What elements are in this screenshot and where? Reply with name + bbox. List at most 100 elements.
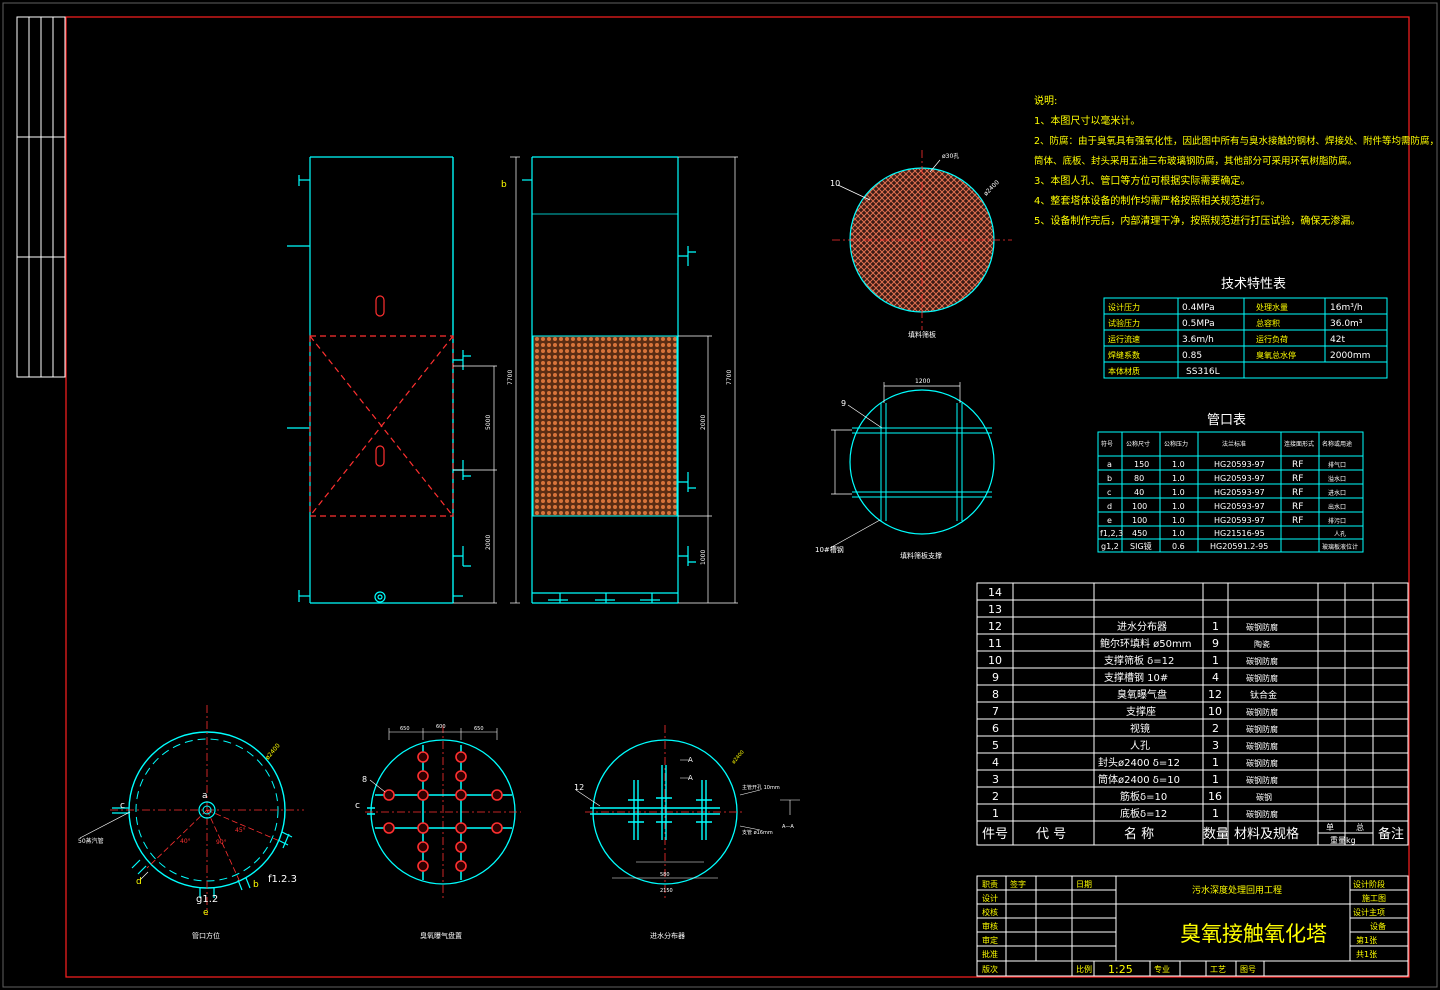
dim-7700: 7700 [507, 370, 514, 385]
note-line-1: 1、本图尺寸以毫米计。 [1034, 114, 1140, 127]
tech-r3-c0: 焊缝系数 [1108, 350, 1140, 360]
bom-r5-mat: 碳钢防腐 [1246, 673, 1278, 683]
bom-h-qty: 数量 [1203, 827, 1229, 842]
nozzle-b2-label: b [253, 880, 259, 890]
dist-dia: ø2400 [731, 749, 746, 765]
bom-r12-qty: 16 [1208, 790, 1222, 803]
bom-r1-no: 13 [988, 603, 1002, 616]
packing-support-label: 填料筛板支撑 [900, 551, 942, 560]
aer-dim-650b: 650 [474, 726, 484, 732]
tb-drawing-title: 臭氧接触氧化塔 [1180, 922, 1327, 946]
bom-r10-name: 封头ø2400 δ=12 [1098, 756, 1180, 769]
noz-r4-c2: 1.0 [1172, 516, 1185, 525]
noz-r3-c5: 出水口 [1328, 503, 1346, 511]
bom-r12-name: 筋板δ=10 [1120, 790, 1167, 803]
bom-h-unit: 单 [1326, 822, 1334, 832]
bom-r9-name: 人孔 [1130, 740, 1150, 752]
bom-r7-mat: 碳钢防腐 [1246, 707, 1278, 717]
dim-7700-right: 7700 [726, 370, 733, 385]
nozzle-g-label: g1.2 [196, 894, 218, 905]
tb-drawing-no-label: 图号 [1240, 965, 1256, 974]
support-dim-label: 1200 [915, 378, 930, 385]
bom-r2-qty: 1 [1212, 620, 1219, 633]
bom-r2-mat: 碳钢防腐 [1246, 622, 1278, 632]
design-notes: 说明: 1、本图尺寸以毫米计。 2、防腐：由于臭氧具有强氧化性，因此图中所有与臭… [1034, 94, 1439, 227]
dim-5000: 5000 [485, 415, 492, 430]
dist-dim-580: 580 [660, 872, 670, 878]
noz-r3-c2: 1.0 [1172, 502, 1185, 511]
aeration-layout-view: 650 600 650 8 c 臭氧曝气盘置 [355, 724, 521, 940]
bom-r9-mat: 碳钢防腐 [1246, 741, 1278, 751]
nozzle-d-label: d [136, 877, 142, 887]
tb-right-4: 第1张 [1356, 935, 1377, 945]
noz-h4: 连接面形式 [1284, 440, 1314, 448]
bom-r7-qty: 10 [1208, 705, 1222, 718]
bom-r11-no: 3 [992, 773, 999, 786]
bom-h-part: 件号 [982, 827, 1008, 842]
dist-note1: 主管开孔 10mm [742, 784, 780, 791]
aer-part-label: 8 [362, 775, 367, 784]
noz-r5-c1: 450 [1132, 529, 1147, 538]
tb-scale-label: 比例 [1076, 964, 1092, 974]
packing-plate-label: 填料筛板 [908, 330, 936, 339]
tech-r3-c3: 2000mm [1330, 351, 1370, 361]
tb-row-2: 校核 [982, 907, 998, 917]
dim-1000-right: 1000 [700, 550, 707, 565]
bom-r2-no: 12 [988, 620, 1002, 633]
noz-r1-c2: 1.0 [1172, 474, 1185, 483]
noz-r1-c5: 溢水口 [1328, 475, 1346, 483]
noz-r2-c4: RF [1292, 488, 1303, 498]
noz-r2-c1: 40 [1134, 488, 1144, 497]
tech-table-title: 技术特性表 [1221, 277, 1286, 292]
dist-a2: A [688, 774, 693, 782]
bom-r5-name: 支撑槽钢 10# [1104, 671, 1168, 684]
tech-r3-c1: 0.85 [1182, 351, 1202, 361]
bom-r4-qty: 1 [1212, 654, 1219, 667]
nozzle-table: 管口表 符号 公称尺寸 公称压力 法兰标准 连接面形式 名称或用途 a 150 … [1097, 413, 1364, 553]
nozzle-orientation-view: a c d b f1.2.3 g1.2 e 50蒸汽管 ø2400 40° 90… [78, 705, 304, 940]
note-line-5: 4、整套塔体设备的制作均需严格按照相关规范进行。 [1034, 194, 1270, 207]
plate-dia-label: ø2400 [982, 179, 1000, 197]
tb-row-3: 审核 [982, 921, 998, 931]
bom-r3-no: 11 [988, 637, 1002, 650]
bom-r3-qty: 9 [1212, 637, 1219, 650]
dim-2000: 2000 [485, 535, 492, 550]
noz-r1-c0: b [1107, 474, 1112, 483]
tb-right-3: 设备 [1370, 921, 1386, 931]
dist-note2: 支管 ø16mm [742, 829, 773, 836]
support-part-label: 9 [841, 399, 846, 408]
noz-r3-c4: RF [1292, 502, 1303, 512]
noz-r1-c4: RF [1292, 474, 1303, 484]
noz-r3-c0: d [1107, 502, 1112, 511]
tb-row-1: 设计 [982, 893, 998, 903]
bom-r3-name: 鲍尔环填料 ø50mm [1100, 637, 1192, 650]
bom-r13-no: 1 [992, 807, 999, 820]
noz-r0-c0: a [1107, 460, 1112, 469]
tech-r1-c1: 0.5MPa [1182, 319, 1215, 329]
channel-label: 10#槽钢 [815, 545, 844, 554]
bom-r0-no: 14 [988, 586, 1002, 599]
tech-table: 技术特性表 设计压力 0.4MPa 处理水量 16m³/h 试验压力 0.5MP… [1103, 277, 1388, 379]
tb-scale: 1:25 [1108, 963, 1133, 976]
noz-r0-c1: 150 [1134, 460, 1149, 469]
angle-40: 40° [180, 838, 191, 845]
bom-h-total: 总 [1356, 822, 1364, 832]
noz-r6-c3: HG20591.2-95 [1210, 542, 1268, 551]
tech-r2-c0: 运行流速 [1108, 334, 1140, 344]
noz-r2-c3: HG20593-97 [1214, 488, 1265, 497]
bom-r8-mat: 碳钢防腐 [1246, 724, 1278, 734]
tower-elevation-left: 5000 2000 7700 [287, 156, 520, 604]
tb-project: 污水深度处理回用工程 [1192, 884, 1282, 896]
tb-row-0: 职责 [982, 879, 998, 889]
tb-right-2: 设计主项 [1353, 907, 1385, 917]
bom-r4-no: 10 [988, 654, 1002, 667]
bom-r13-qty: 1 [1212, 807, 1219, 820]
noz-r2-c2: 1.0 [1172, 488, 1185, 497]
bom-r11-qty: 1 [1212, 773, 1219, 786]
noz-h3: 法兰标准 [1222, 440, 1246, 448]
tower-elevation-right: 2000 1000 7700 b [501, 156, 738, 604]
bom-table: 14 13 12 进水分布器 1 碳钢防腐 11 鲍尔环填料 ø50mm 9 陶… [976, 582, 1409, 846]
dist-a1: A [688, 756, 693, 764]
plate-part-label: 10 [830, 179, 840, 188]
